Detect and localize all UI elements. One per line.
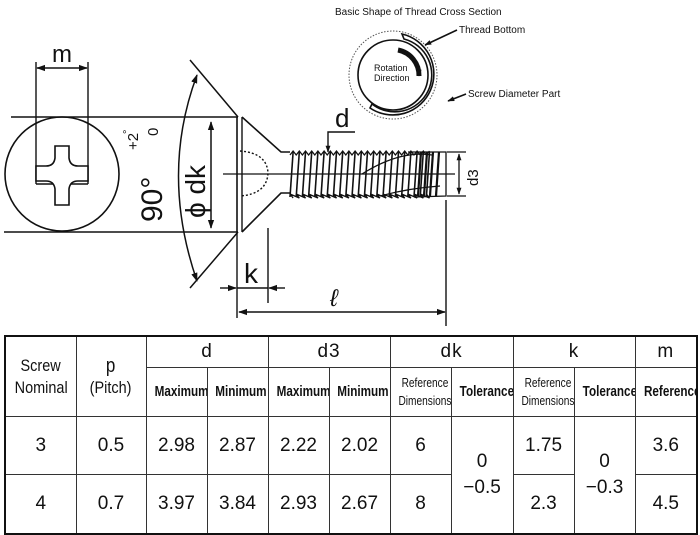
- cell-dk-ref: 8: [389, 474, 452, 534]
- thread-line: [382, 151, 387, 198]
- thread-line: [345, 151, 350, 198]
- header-dk-tol: Tolerance: [450, 367, 514, 417]
- cell-d3-max: 2.22: [267, 416, 330, 475]
- cell-d3-max: 2.93: [267, 474, 330, 534]
- cell-m-ref: 4.5: [634, 474, 698, 534]
- cell-d-min: 2.87: [206, 416, 269, 475]
- thread-pattern: [289, 149, 447, 199]
- dk-dimension: ϕ dk: [180, 121, 215, 229]
- cell-dk-tolerance: 0 −0.5: [450, 416, 514, 534]
- thread-line: [307, 151, 313, 198]
- thread-tip-line: [422, 151, 429, 197]
- thread-line: [363, 151, 369, 198]
- cell-nominal: 4: [4, 474, 77, 534]
- thread-line: [357, 151, 363, 198]
- header-m: m: [634, 335, 698, 368]
- thread-line: [394, 151, 400, 198]
- label-d: d: [335, 103, 349, 133]
- header-d-min: Minimum: [206, 367, 269, 417]
- header-dk: dk: [389, 335, 514, 368]
- screw-diameter-label: Screw Diameter Part: [468, 89, 560, 100]
- header-k-tol: Tolerance: [573, 367, 636, 417]
- cell-k-ref: 1.75: [512, 416, 575, 475]
- label-angle-tol-deg: °: [122, 130, 134, 134]
- cell-dk-ref: 6: [389, 416, 452, 475]
- cell-k-ref: 2.3: [512, 474, 575, 534]
- thread-crest-bottom: [289, 193, 431, 199]
- header-k: k: [512, 335, 636, 368]
- thread-line: [351, 151, 356, 198]
- header-m-ref: Reference: [634, 367, 698, 417]
- header-d3-min: Minimum: [328, 367, 391, 417]
- thread-line: [376, 151, 381, 198]
- thread-line: [425, 151, 431, 198]
- thread-line: [400, 151, 406, 198]
- thread-tip-line: [434, 151, 441, 197]
- phillips-cross-icon: [35, 145, 89, 206]
- thread-crest-top: [289, 149, 431, 157]
- cell-d3-min: 2.67: [328, 474, 391, 534]
- cell-d-max: 3.97: [145, 474, 208, 534]
- rotation-label-1: Rotation: [374, 63, 408, 73]
- head-circle: [4, 116, 120, 232]
- screw-side-view: d d3: [223, 103, 482, 233]
- thread-line: [289, 151, 294, 198]
- header-pitch: p (Pitch): [75, 335, 147, 417]
- thread-line: [295, 151, 301, 198]
- thread-line: [320, 151, 325, 198]
- label-angle-tol-plus: +2: [125, 133, 142, 150]
- header-d3: d3: [267, 335, 391, 368]
- cell-d-min: 3.84: [206, 474, 269, 534]
- thread-cross-section: Basic Shape of Thread Cross Section Rota…: [335, 7, 560, 120]
- header-d: d: [145, 335, 269, 368]
- head-top-view: m: [4, 41, 238, 233]
- cell-d3-min: 2.02: [328, 416, 391, 475]
- thread-line: [326, 151, 332, 198]
- thread-line: [301, 151, 307, 198]
- label-dk: ϕ dk: [180, 164, 211, 218]
- label-angle-tol-minus: 0: [145, 128, 162, 136]
- cell-k-tolerance: 0 −0.3: [573, 416, 636, 534]
- k-l-dimensions: k ℓ: [220, 200, 447, 326]
- header-d-max: Maximum: [145, 367, 208, 417]
- table-row: 4 0.7 3.97 3.84 2.93 2.67 8 2.3 4.5: [4, 474, 698, 534]
- rotation-arrow-icon: [397, 47, 422, 77]
- header-screw-nominal: Screw Nominal: [4, 335, 77, 417]
- label-k: k: [244, 258, 259, 289]
- label-m: m: [52, 41, 72, 68]
- cell-pitch: 0.5: [75, 416, 147, 475]
- thread-line: [413, 151, 418, 198]
- thread-line: [369, 151, 375, 198]
- thread-line: [314, 151, 319, 198]
- thread-line: [338, 151, 344, 198]
- label-l: ℓ: [329, 285, 339, 312]
- label-angle: 90°: [136, 177, 169, 222]
- angle-annotation: 90° +2 ° 0: [122, 59, 239, 289]
- cell-m-ref: 3.6: [634, 416, 698, 475]
- thread-line: [419, 151, 425, 198]
- thread-line: [332, 151, 338, 198]
- cross-section-title: Basic Shape of Thread Cross Section: [335, 7, 502, 18]
- rotation-label-2: Direction: [374, 73, 410, 83]
- screw-technical-drawing: m 90° +2 ° 0 ϕ dk d d3: [4, 7, 560, 326]
- cell-nominal: 3: [4, 416, 77, 475]
- cell-d-max: 2.98: [145, 416, 208, 475]
- thread-bottom-label: Thread Bottom: [459, 25, 525, 36]
- thread-tip-line: [428, 151, 435, 197]
- table-row: 3 0.5 2.98 2.87 2.22 2.02 6 0 −0.5 1.75 …: [4, 416, 698, 534]
- cell-pitch: 0.7: [75, 474, 147, 534]
- label-d3: d3: [465, 169, 482, 186]
- screw-spec-table: Screw Nominal p (Pitch) d d3 dk k m Maxi…: [4, 335, 699, 535]
- header-d3-max: Maximum: [267, 367, 330, 417]
- thread-tip-line: [416, 151, 423, 197]
